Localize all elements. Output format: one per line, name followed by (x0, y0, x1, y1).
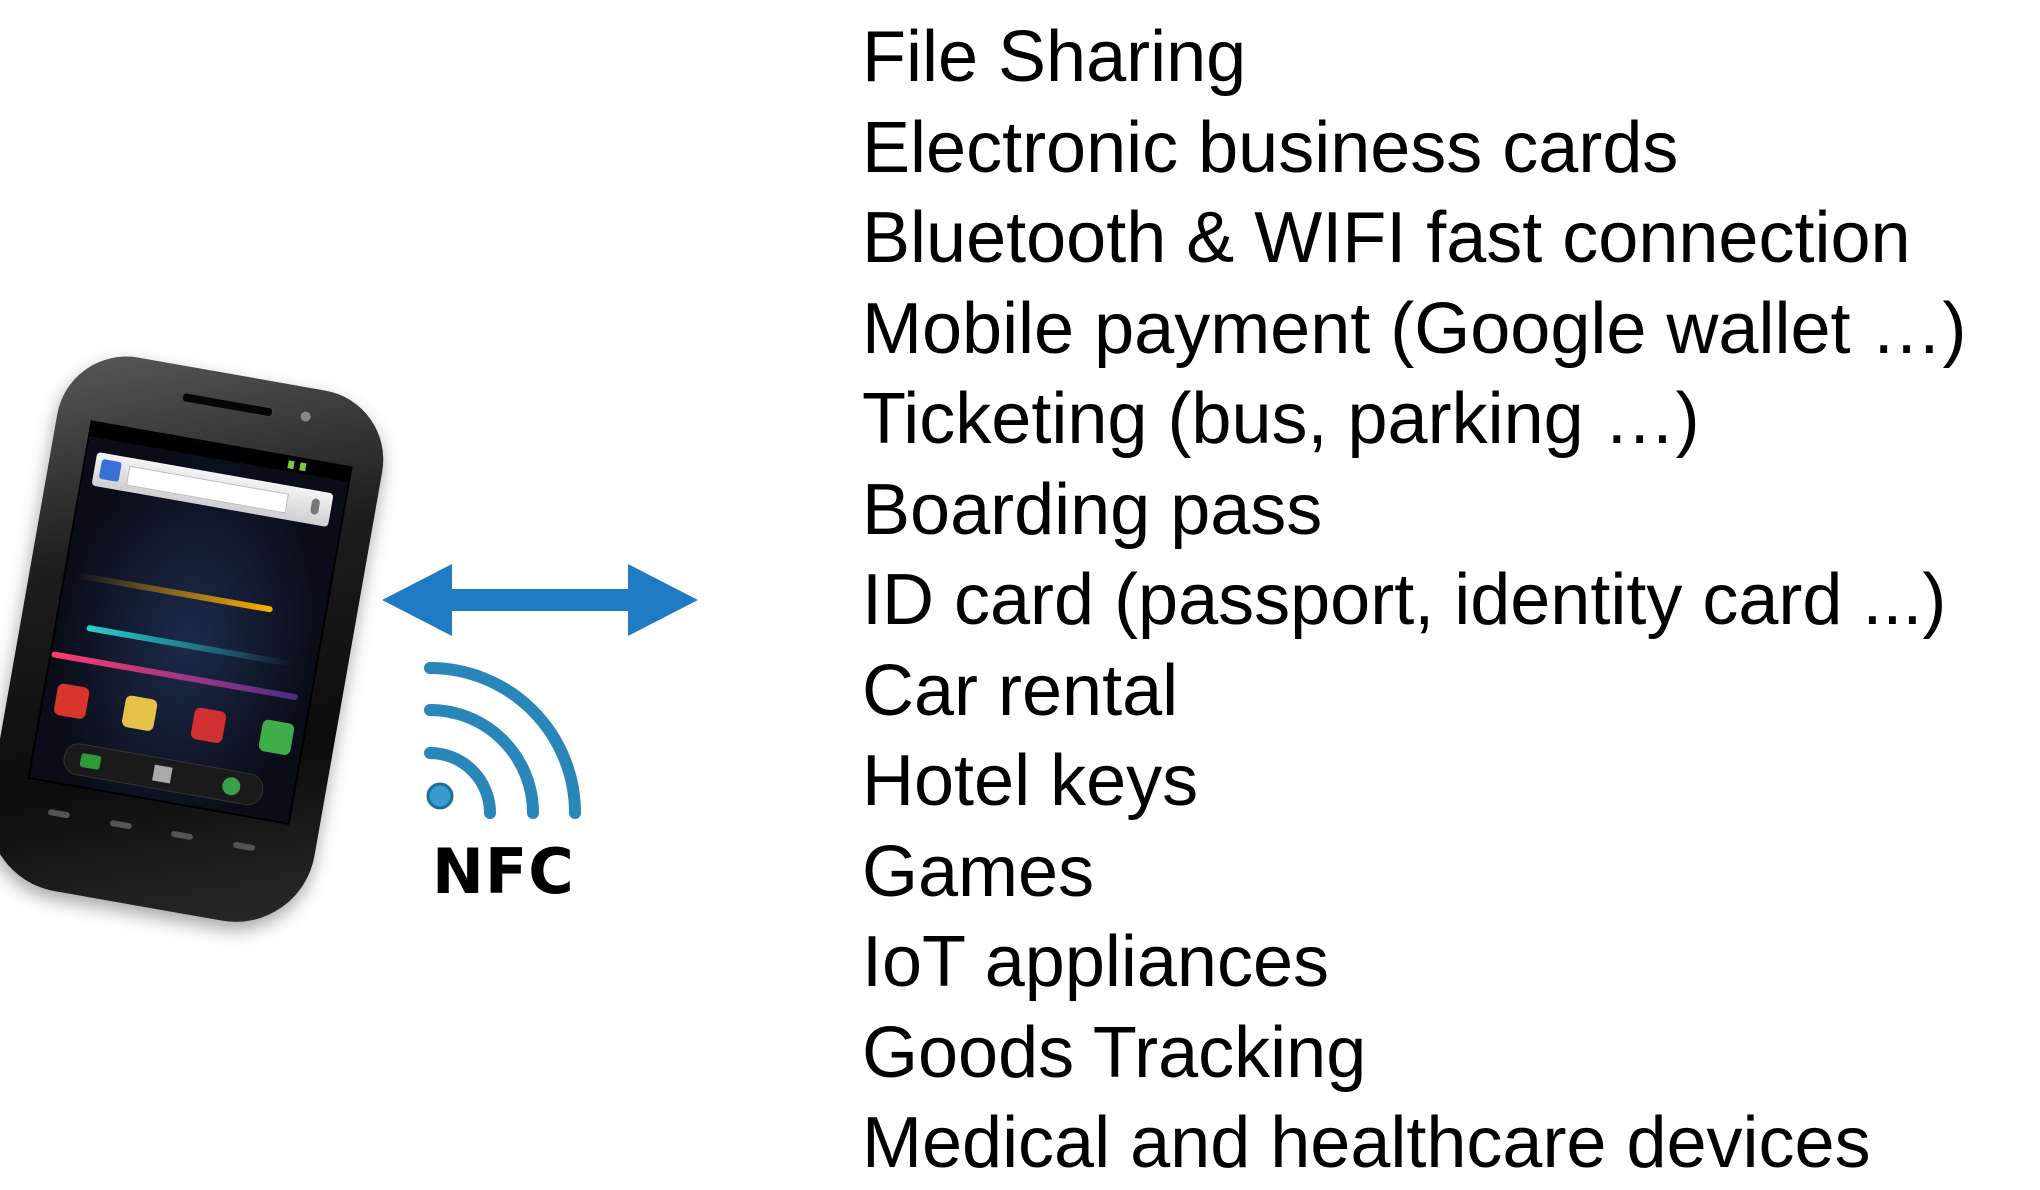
nfc-wave-3 (424, 662, 581, 819)
hardware-nav-buttons (46, 808, 256, 859)
battery-icon (299, 462, 307, 472)
back-button-icon (47, 808, 71, 819)
mic-icon (309, 497, 321, 516)
list-item: Mobile payment (Google wallet …) (862, 288, 1967, 369)
phone-call-icon (79, 752, 102, 771)
use-case-list: File Sharing Electronic business cards B… (862, 12, 1966, 1189)
list-item: Ticketing (bus, parking …) (862, 379, 1700, 459)
signal-icon (287, 460, 295, 470)
list-item: Car rental (862, 650, 1179, 731)
app-drawer-icon (152, 764, 173, 784)
wallpaper-streak (75, 572, 274, 613)
arrow-shape (382, 564, 698, 636)
phone-body (0, 345, 395, 935)
list-item: IoT appliances (862, 922, 1329, 1002)
list-item: Hotel keys (862, 741, 1199, 821)
home-button-icon (170, 830, 194, 841)
list-item: Medical and healthcare devices (862, 1103, 1871, 1183)
nfc-label: NFC (432, 835, 575, 908)
phone-camera (299, 410, 312, 423)
wallpaper-streak (86, 624, 294, 668)
list-item: Bluetooth & WIFI fast connection (862, 198, 1911, 278)
list-item: File Sharing (862, 17, 1247, 97)
market-icon (257, 718, 296, 756)
menu-button-icon (109, 819, 132, 830)
list-item: Boarding pass (862, 469, 1323, 550)
double-headed-arrow-icon (382, 564, 698, 636)
smartphone-icon (0, 345, 395, 935)
list-item: Games (862, 831, 1095, 912)
search-box (125, 465, 289, 514)
nfc-dot (426, 782, 454, 810)
nfc-wave-icon (424, 662, 581, 819)
nfc-wave-2 (424, 704, 539, 819)
phone-screen (27, 420, 353, 825)
nfc-wave-1 (424, 747, 496, 819)
youtube-icon (189, 706, 227, 744)
maps-icon (121, 694, 159, 732)
phone-speaker (181, 391, 274, 418)
list-item: Goods Tracking (862, 1012, 1367, 1093)
gmail-icon (53, 682, 91, 720)
list-item: ID card (passport, identity card ...) (862, 560, 1947, 640)
google-logo-icon (98, 458, 122, 483)
browser-icon (220, 775, 242, 797)
list-item: Electronic business cards (862, 107, 1679, 188)
search-button-icon (232, 841, 256, 852)
